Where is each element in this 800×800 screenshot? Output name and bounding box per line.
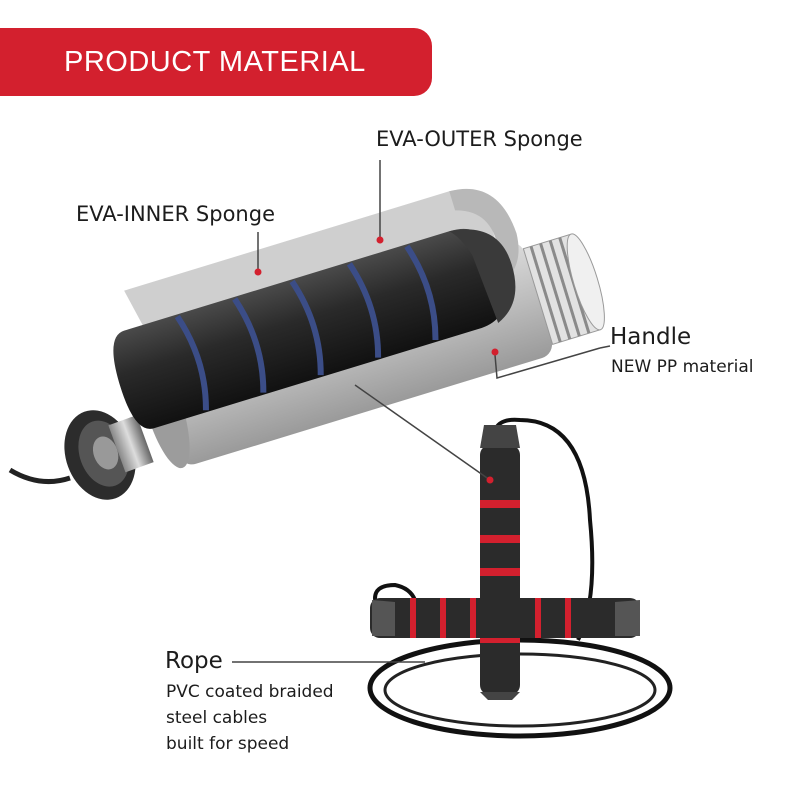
- callout-lines: [232, 160, 611, 663]
- banner-title: PRODUCT MATERIAL: [64, 45, 366, 78]
- eva-foam-sleeve: [113, 228, 516, 429]
- product-material-banner: PRODUCT MATERIAL: [0, 28, 432, 96]
- bearing-cap: [64, 410, 154, 500]
- rope-label: Rope: [165, 648, 223, 674]
- jump-rope-product: [367, 417, 673, 739]
- outer-sponge-label: EVA-OUTER Sponge: [376, 127, 583, 151]
- rope-desc-line-2: steel cables: [166, 708, 268, 728]
- rope-desc-line-3: built for speed: [166, 734, 290, 754]
- rope-desc-line-1: PVC coated braided: [166, 682, 334, 702]
- handle-label: Handle: [610, 324, 692, 350]
- inner-sponge-label: EVA-INNER Sponge: [76, 202, 275, 226]
- handle-material-label: NEW PP material: [611, 357, 754, 377]
- callout-dots: [254, 236, 499, 484]
- left-cable: [8, 467, 71, 485]
